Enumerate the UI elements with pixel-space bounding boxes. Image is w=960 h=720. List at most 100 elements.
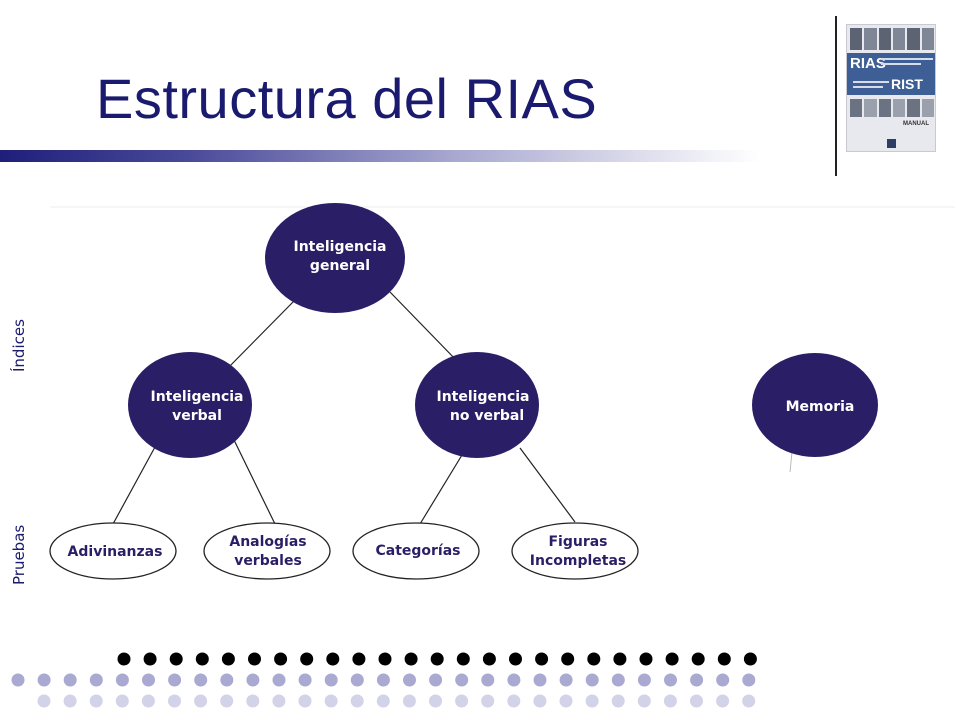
decorative-dot bbox=[376, 673, 390, 687]
decorative-dot bbox=[716, 673, 730, 687]
manual-cover-image: RIAS RIST MANUAL bbox=[846, 24, 936, 152]
decorative-dot bbox=[89, 673, 103, 687]
decorative-dot bbox=[37, 694, 51, 708]
decorative-dot bbox=[533, 694, 547, 708]
decorative-dot bbox=[637, 673, 651, 687]
decorative-dot bbox=[456, 652, 470, 666]
decorative-dot bbox=[404, 652, 418, 666]
node-memoria: Memoria bbox=[752, 353, 878, 457]
decorative-dot bbox=[246, 673, 260, 687]
dot-row-dark bbox=[117, 652, 757, 666]
decorative-dot bbox=[691, 652, 705, 666]
edge-verbal-adivinanzas bbox=[112, 446, 156, 525]
decorative-dot bbox=[298, 694, 312, 708]
decorative-dot bbox=[533, 673, 547, 687]
cover-title-band bbox=[847, 53, 935, 95]
node-inteligencia-no-verbal: Inteligencia no verbal bbox=[415, 352, 539, 458]
decorative-dot bbox=[221, 652, 235, 666]
test-adivinanzas-label: Adivinanzas bbox=[68, 544, 163, 560]
title-gradient-bar bbox=[0, 150, 760, 162]
decorative-dot bbox=[742, 694, 756, 708]
decorative-dot bbox=[559, 673, 573, 687]
decorative-dot bbox=[37, 673, 51, 687]
cover-photo-grid bbox=[850, 28, 934, 50]
publisher-logo bbox=[887, 139, 896, 148]
decorative-dot bbox=[272, 694, 286, 708]
test-analogias-line1: Analogías bbox=[229, 534, 306, 550]
decorative-dot bbox=[246, 694, 260, 708]
decorative-dot bbox=[665, 652, 679, 666]
test-analogias-verbales: Analogías verbales bbox=[203, 522, 331, 580]
decorative-dot bbox=[169, 652, 183, 666]
slide-title: Estructura del RIAS bbox=[96, 67, 598, 130]
decorative-dot bbox=[248, 652, 261, 666]
decorative-dot bbox=[509, 652, 522, 666]
dot-row-mid bbox=[11, 673, 756, 687]
edge-general-noverbal bbox=[389, 291, 459, 363]
decorative-dot bbox=[717, 652, 731, 666]
connector-lines bbox=[112, 291, 793, 525]
test-nodes: Adivinanzas Analogías verbales Categoría… bbox=[49, 522, 639, 580]
decorative-dot bbox=[350, 673, 364, 687]
cover-photo-grid-lower bbox=[850, 99, 934, 117]
decorative-dot bbox=[561, 652, 575, 666]
decorative-dot bbox=[194, 673, 208, 687]
decorative-dot bbox=[743, 652, 757, 666]
cover-brand-rist: RIST bbox=[891, 76, 923, 92]
decorative-dot bbox=[298, 673, 312, 687]
decorative-dot bbox=[143, 652, 157, 666]
node-noverbal-line1: Inteligencia bbox=[437, 389, 530, 405]
decorative-dot bbox=[11, 673, 25, 687]
decorative-dot bbox=[507, 694, 521, 708]
test-adivinanzas: Adivinanzas bbox=[49, 522, 177, 580]
decorative-dot bbox=[141, 694, 155, 708]
cover-text-line bbox=[881, 58, 933, 60]
decorative-dot bbox=[585, 673, 599, 687]
decorative-dot bbox=[664, 673, 677, 687]
decorative-dot bbox=[168, 673, 182, 687]
edge-verbal-analogias bbox=[233, 439, 276, 525]
decorative-dot bbox=[429, 673, 443, 687]
cover-text-line bbox=[881, 63, 921, 65]
decorative-dot bbox=[168, 694, 181, 708]
decorative-dot bbox=[324, 673, 338, 687]
node-verbal-line2: verbal bbox=[172, 408, 222, 424]
decorative-dot bbox=[637, 694, 651, 708]
test-figuras-incompletas: Figuras Incompletas bbox=[511, 522, 639, 580]
decorative-dot bbox=[63, 673, 77, 687]
index-nodes: Inteligencia general Inteligencia verbal… bbox=[128, 203, 878, 458]
decorative-dot bbox=[455, 673, 469, 687]
node-inteligencia-general: Inteligencia general bbox=[265, 203, 405, 313]
decorative-dot bbox=[194, 694, 208, 708]
cover-text-line bbox=[853, 86, 883, 88]
test-figuras-line1: Figuras bbox=[548, 534, 607, 550]
decorative-dot bbox=[378, 652, 392, 666]
decorative-dot bbox=[274, 652, 288, 666]
decorative-dot bbox=[142, 673, 155, 687]
decorative-dot bbox=[663, 694, 677, 708]
decorative-dot bbox=[220, 673, 234, 687]
test-figuras-line2: Incompletas bbox=[530, 553, 626, 569]
decorative-dot bbox=[585, 694, 599, 708]
cover-brand-rias: RIAS bbox=[850, 55, 886, 72]
decorative-dot bbox=[376, 694, 390, 708]
decorative-dot bbox=[272, 673, 286, 687]
decorative-dot bbox=[195, 652, 209, 666]
decorative-dot bbox=[507, 673, 521, 687]
test-analogias-line2: verbales bbox=[234, 553, 302, 569]
decorative-dot bbox=[535, 652, 549, 666]
edge-noverbal-categorias bbox=[419, 454, 463, 525]
decorative-dot bbox=[115, 673, 129, 687]
decorative-dot bbox=[352, 652, 366, 666]
node-general-line2: general bbox=[310, 258, 370, 274]
node-memoria-label: Memoria bbox=[786, 399, 855, 415]
vertical-divider bbox=[835, 16, 837, 176]
decorative-dot bbox=[402, 694, 416, 708]
decorative-dot bbox=[63, 694, 77, 708]
decorative-dot bbox=[559, 694, 573, 708]
node-inteligencia-verbal: Inteligencia verbal bbox=[128, 352, 252, 458]
decorative-dot bbox=[403, 673, 416, 687]
decorative-dot bbox=[611, 694, 625, 708]
